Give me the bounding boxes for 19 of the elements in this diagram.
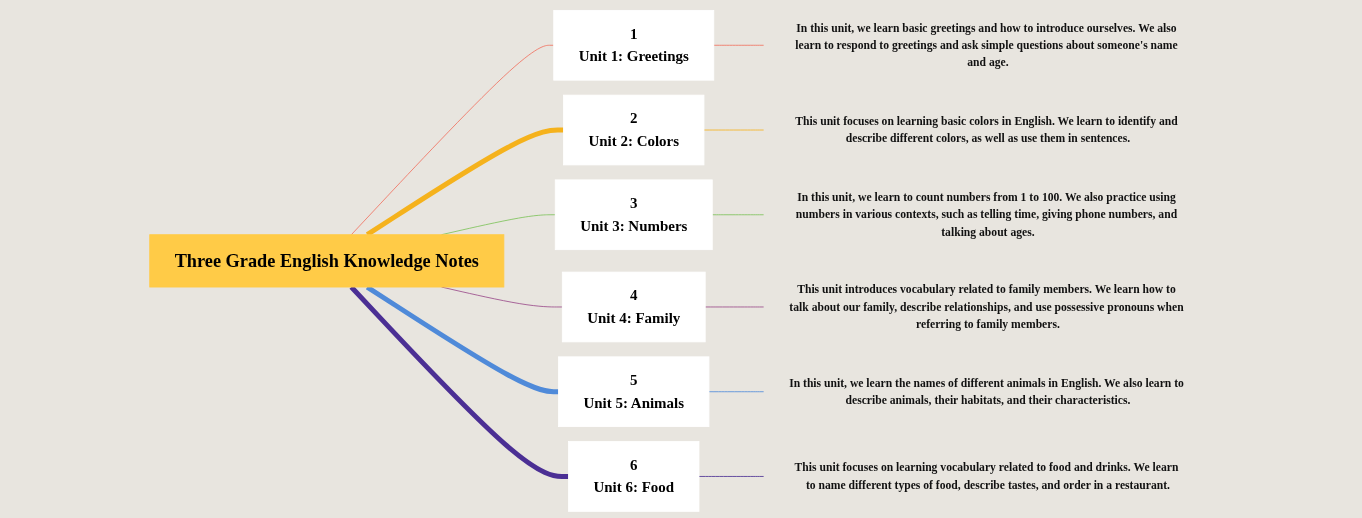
connector xyxy=(713,44,765,46)
node-box: 4 Unit 4: Family xyxy=(561,271,706,343)
node-box: 5 Unit 5: Animals xyxy=(558,356,710,428)
node-text: In this unit, we learn the names of different animals in English. We also learn to describe animals, their habitats, and their characteristics. xyxy=(789,376,1184,407)
connector xyxy=(350,44,555,236)
connector xyxy=(711,214,765,216)
node-box: 1 Unit 1: Greetings xyxy=(553,9,715,81)
node-text: In this unit, we learn to count numbers from 1 to 100. We also practice using numbers in various contexts, such as telling time, giving phone numbers, and talking about ages. xyxy=(795,191,1178,239)
node-box: 6 Unit 6: Food xyxy=(568,441,700,512)
node-text: This unit introduces vocabulary related to family members. We learn how to talk about our family, describe relationships, and use possessive pronouns when referring to family members. xyxy=(789,283,1184,331)
node-box: 2 Unit 2: Colors xyxy=(563,94,705,166)
node-box: 3 Unit 3: Numbers xyxy=(554,179,713,251)
node-text: This unit focuses on learning vocabulary related to food and drinks. We learn to name different types of food, describe tastes, and order in a restaurant. xyxy=(794,461,1179,492)
connector xyxy=(698,476,765,477)
node-text: This unit focuses on learning basic colors in English. We learn to identify and describe different colors, as well as use them in sentences. xyxy=(795,115,1178,145)
node-box: Three Grade English Knowledge Notes xyxy=(149,234,505,288)
node-text: In this unit, we learn basic greetings and how to introduce ourselves. We also learn to respond to greetings and ask simple questions about someone's name and age. xyxy=(795,21,1178,69)
connector xyxy=(704,306,765,308)
connector xyxy=(708,391,765,393)
